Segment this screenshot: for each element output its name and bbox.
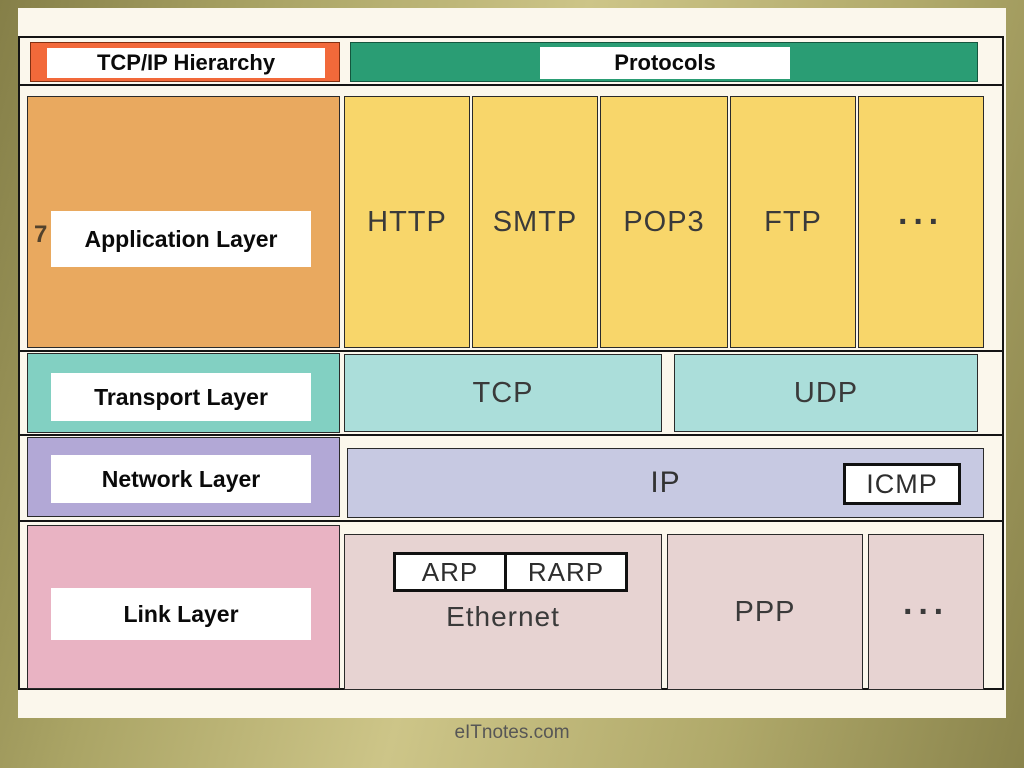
transport-layer-label-band: Transport Layer <box>51 373 311 421</box>
network-layer-label-band: Network Layer <box>51 455 311 503</box>
protocol-smtp-label: SMTP <box>492 205 578 238</box>
protocol-pop3-label: POP3 <box>623 205 705 238</box>
protocol-arp-label: ARP <box>421 556 479 587</box>
row-divider <box>20 84 1002 86</box>
application-layer-box: 7 Application Layer <box>27 96 340 348</box>
link-layer-label-band: Link Layer <box>51 588 311 640</box>
tcpip-table: TCP/IP Hierarchy Protocols 7 Application… <box>18 36 1004 690</box>
protocol-pop3: POP3 <box>600 96 728 348</box>
transport-layer-box: Transport Layer <box>27 353 340 433</box>
protocol-icmp-label: ICMP <box>866 468 938 499</box>
header-hierarchy-label: TCP/IP Hierarchy <box>96 50 276 75</box>
row-divider <box>20 434 1002 436</box>
header-protocols-label: Protocols <box>614 50 716 75</box>
protocol-tcp-label: TCP <box>472 376 534 409</box>
header-protocols-box: Protocols <box>350 42 978 82</box>
protocol-smtp: SMTP <box>472 96 598 348</box>
row-divider <box>20 350 1002 352</box>
header-protocols-label-band: Protocols <box>540 47 790 79</box>
protocol-arp: ARP <box>393 552 507 592</box>
transport-layer-label: Transport Layer <box>94 383 268 410</box>
header-hierarchy-label-band: TCP/IP Hierarchy <box>47 48 325 78</box>
protocol-rarp-label: RARP <box>527 556 605 587</box>
protocol-ethernet: ARP RARP Ethernet <box>344 534 662 690</box>
application-layer-label: Application Layer <box>84 225 278 252</box>
protocol-rarp: RARP <box>504 552 628 592</box>
protocol-icmp: ICMP <box>843 463 961 505</box>
row-divider <box>20 520 1002 522</box>
link-protocol-ellipsis-label: ··· <box>903 592 949 631</box>
protocol-ip: IP ICMP <box>347 448 984 518</box>
watermark: eITnotes.com <box>454 722 570 743</box>
protocol-ellipsis: ··· <box>858 96 984 348</box>
protocol-ethernet-label: Ethernet <box>446 601 560 632</box>
link-protocol-ellipsis: ··· <box>868 534 984 690</box>
protocol-ftp: FTP <box>730 96 856 348</box>
protocol-tcp: TCP <box>344 354 662 432</box>
protocol-udp: UDP <box>674 354 978 432</box>
application-layer-label-band: Application Layer <box>51 211 311 267</box>
covered-text-artifact: 7 <box>34 221 48 248</box>
protocol-ip-label: IP <box>650 466 681 499</box>
protocol-ftp-label: FTP <box>764 205 822 238</box>
network-layer-box: Network Layer <box>27 437 340 517</box>
link-layer-label: Link Layer <box>123 600 239 627</box>
protocol-ellipsis-label: ··· <box>898 202 944 241</box>
link-layer-box: Link Layer <box>27 525 340 689</box>
network-layer-label: Network Layer <box>101 465 261 492</box>
header-hierarchy-box: TCP/IP Hierarchy <box>30 42 340 82</box>
protocol-udp-label: UDP <box>793 376 859 409</box>
protocol-http-label: HTTP <box>367 205 447 238</box>
protocol-http: HTTP <box>344 96 470 348</box>
protocol-ppp: PPP <box>667 534 863 690</box>
protocol-ppp-label: PPP <box>734 595 796 628</box>
